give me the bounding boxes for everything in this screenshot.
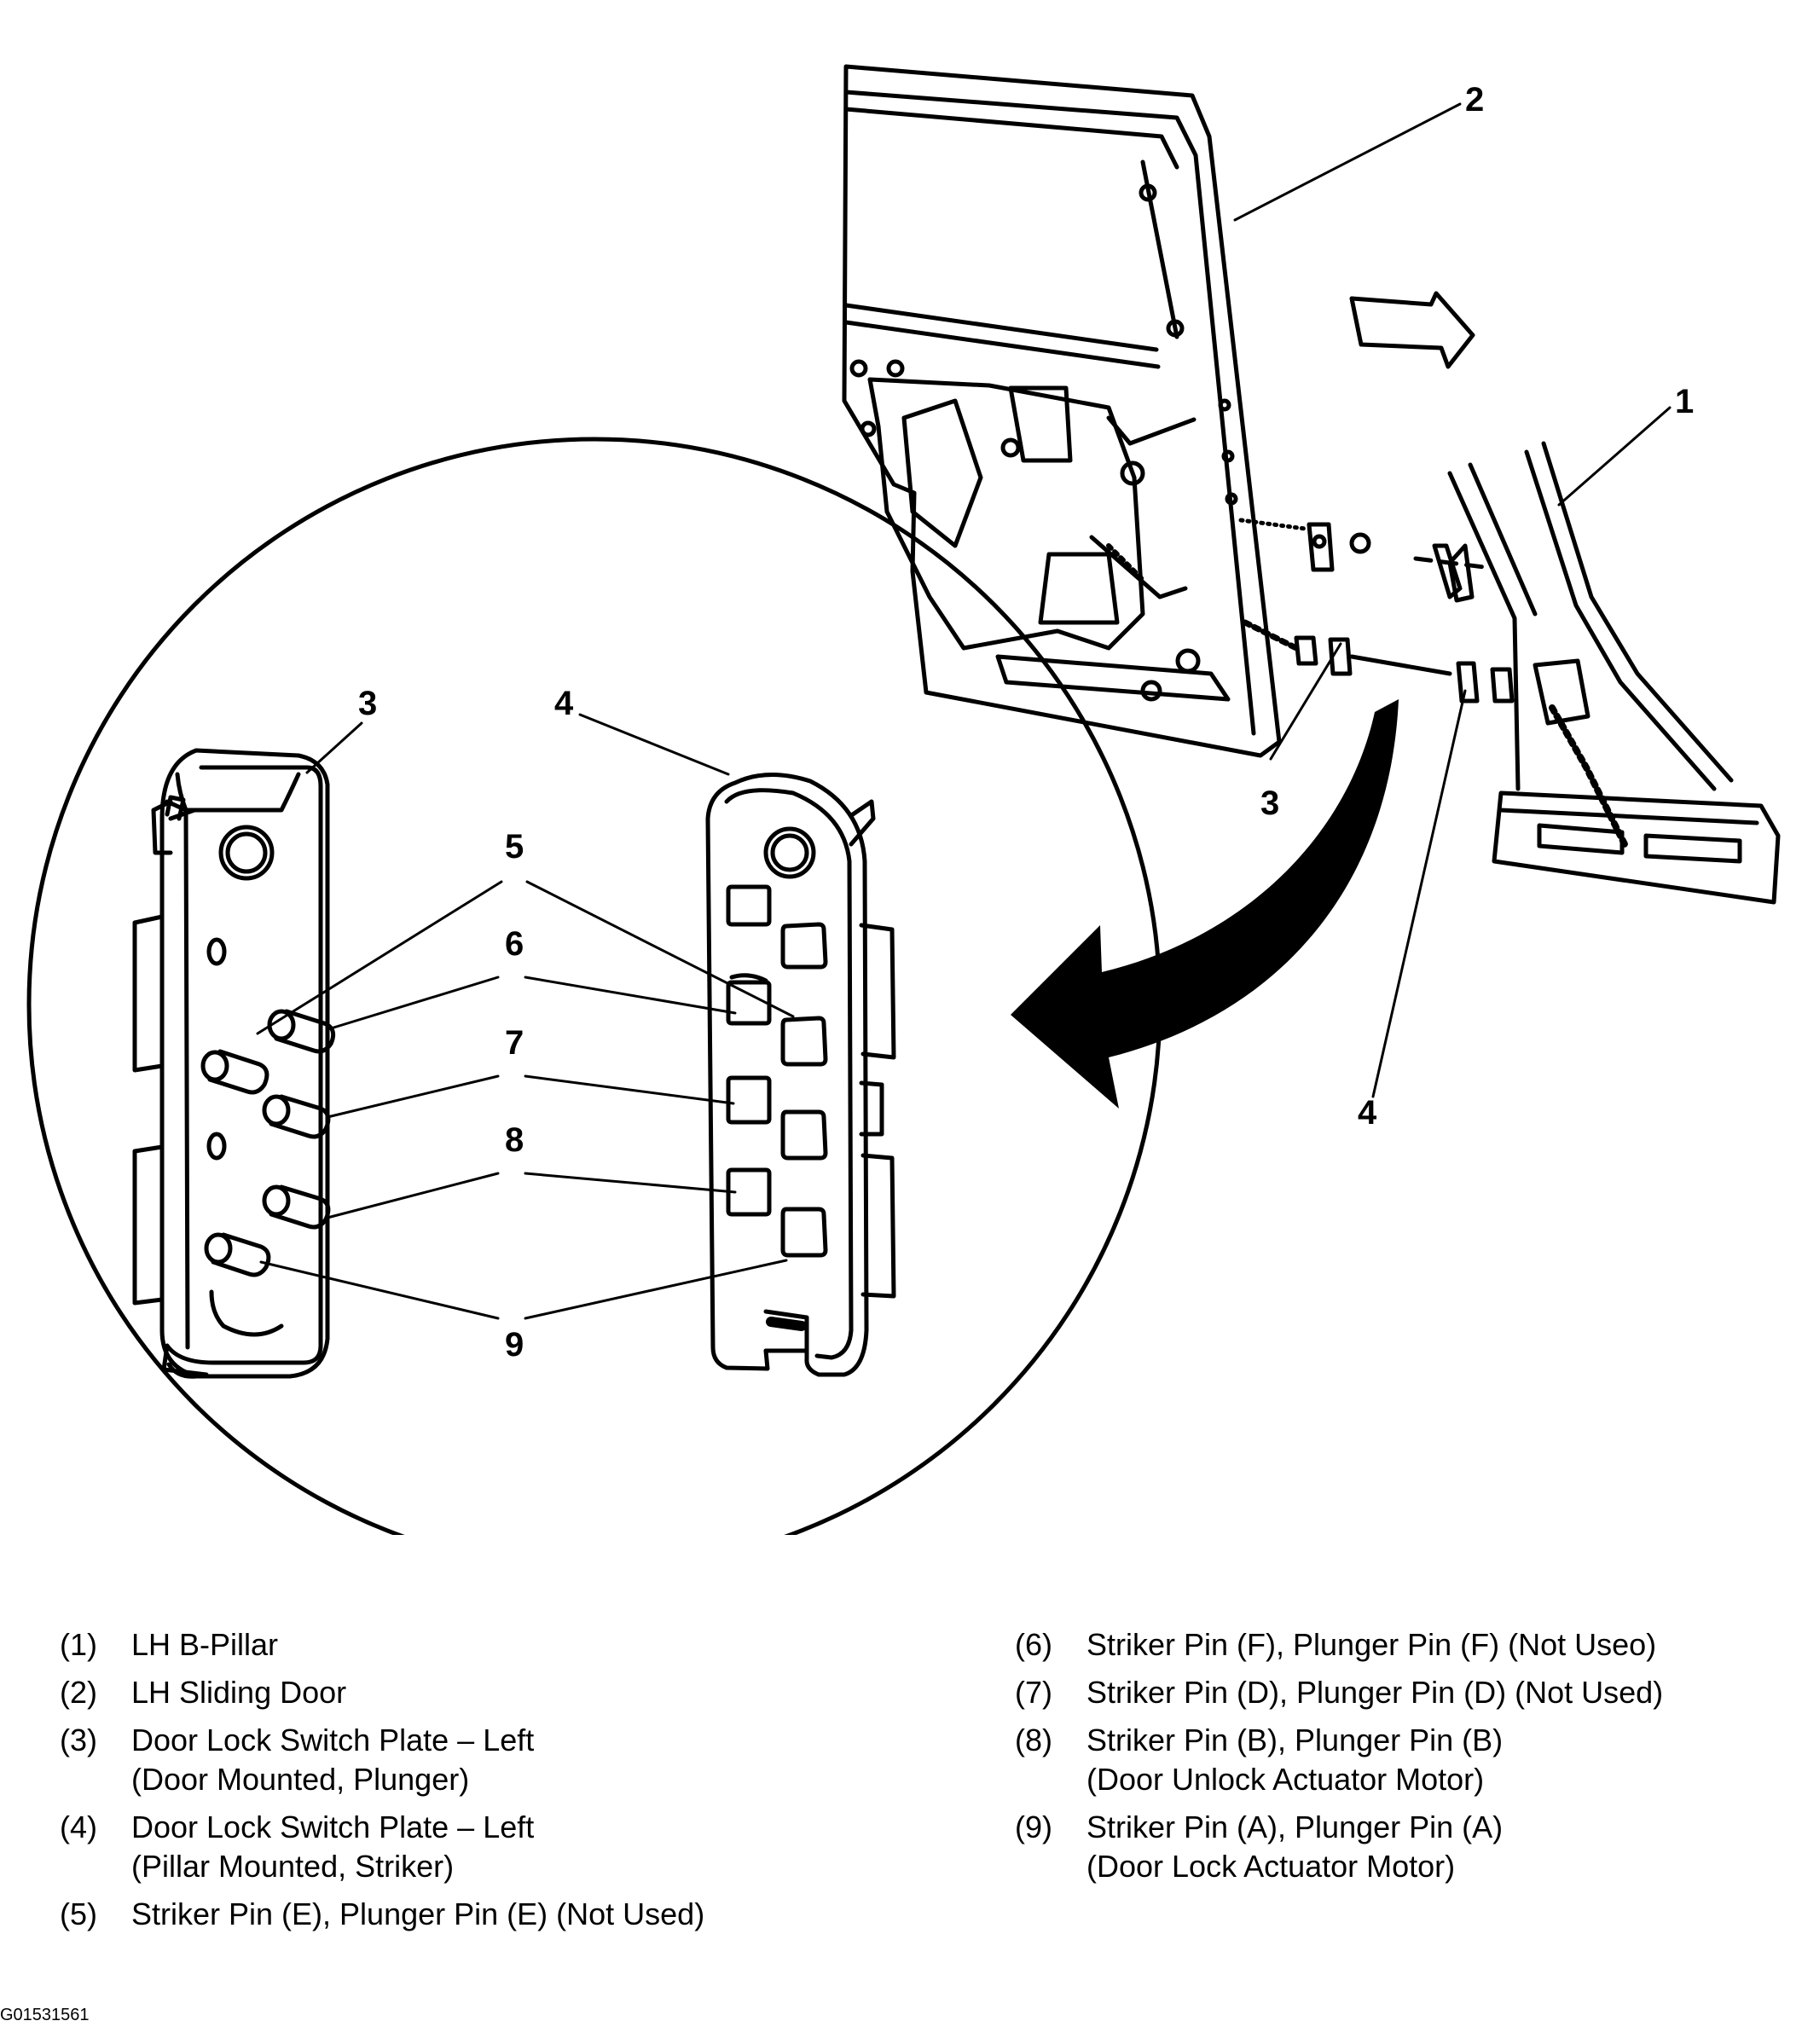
legend-text: Door Lock Switch Plate – Left [131, 1723, 535, 1757]
legend-text: Striker Pin (E), Plunger Pin (E) (Not Us… [131, 1896, 705, 1931]
legend-text: Striker Pin (B), Plunger Pin (B) [1086, 1723, 1504, 1757]
direction-arrow [1349, 291, 1475, 369]
legend-text: Door Lock Switch Plate – Left [131, 1809, 535, 1844]
door-lock-switch-diagram: 1 2 3 4 3 4 5 6 7 8 9 [26, 64, 1781, 1535]
callout-1: 1 [1675, 383, 1694, 420]
legend-item-9: (9) Striker Pin (A), Plunger Pin (A) (Do… [1015, 1808, 1782, 1886]
legend-left: (1) LH B-Pillar (2) LH Sliding Door (3) … [60, 1625, 955, 1943]
legend-text: Striker Pin (A), Plunger Pin (A) [1086, 1809, 1504, 1844]
legend-text: Striker Pin (F), Plunger Pin (F) (Not Us… [1086, 1627, 1657, 1662]
legend-right: (6) Striker Pin (F), Plunger Pin (F) (No… [1015, 1625, 1782, 1895]
legend-item-1: (1) LH B-Pillar [60, 1625, 955, 1665]
callout-4-main: 4 [1358, 1094, 1377, 1132]
legend-text: Striker Pin (D), Plunger Pin (D) (Not Us… [1086, 1675, 1664, 1710]
legend-number: (7) [1015, 1675, 1052, 1710]
sliding-door [842, 64, 1282, 758]
legend-number: (1) [60, 1627, 97, 1662]
legend-text-sub: (Pillar Mounted, Striker) [131, 1849, 455, 1884]
legend-item-3: (3) Door Lock Switch Plate – Left (Door … [60, 1721, 955, 1799]
plate-3-pins [200, 1009, 336, 1277]
callout-2: 2 [1465, 81, 1484, 119]
legend-item-8: (8) Striker Pin (B), Plunger Pin (B) (Do… [1015, 1721, 1782, 1799]
legend-number: (9) [1015, 1809, 1052, 1844]
callout-3-main: 3 [1260, 785, 1279, 822]
legend-item-5: (5) Striker Pin (E), Plunger Pin (E) (No… [60, 1895, 955, 1934]
legend-item-2: (2) LH Sliding Door [60, 1673, 955, 1712]
legend-text: LH B-Pillar [131, 1627, 279, 1662]
legend-number: (4) [60, 1809, 97, 1844]
legend-number: (2) [60, 1675, 97, 1710]
detail-circle [26, 437, 1162, 1535]
legend-text-sub: (Door Mounted, Plunger) [131, 1762, 470, 1797]
callout-labels: 1 2 3 4 3 4 5 6 7 8 9 [358, 81, 1694, 1364]
legend-text: LH Sliding Door [131, 1675, 347, 1710]
callout-3-detail: 3 [358, 685, 377, 722]
plate-3 [132, 748, 336, 1379]
callout-7: 7 [505, 1024, 524, 1062]
legend-number: (3) [60, 1723, 97, 1757]
figure-id: G01531561 [0, 2006, 90, 2024]
callout-9: 9 [505, 1326, 524, 1364]
leader-lines [256, 102, 1672, 1320]
b-pillar [1432, 441, 1781, 905]
callout-6: 6 [505, 925, 524, 963]
legend-number: (6) [1015, 1627, 1052, 1662]
callout-4-detail: 4 [554, 685, 574, 722]
small-switch-plates [1238, 518, 1515, 704]
curved-arrow [1011, 699, 1399, 1109]
legend-text-sub: (Door Lock Actuator Motor) [1086, 1849, 1456, 1884]
callout-8: 8 [505, 1121, 524, 1159]
plate-4 [705, 773, 896, 1377]
legend-text-sub: (Door Unlock Actuator Motor) [1086, 1762, 1485, 1797]
legend-number: (5) [60, 1896, 97, 1931]
callout-5: 5 [505, 828, 524, 866]
legend-item-7: (7) Striker Pin (D), Plunger Pin (D) (No… [1015, 1673, 1782, 1712]
legend-number: (8) [1015, 1723, 1052, 1757]
legend-item-4: (4) Door Lock Switch Plate – Left (Pilla… [60, 1808, 955, 1886]
legend-item-6: (6) Striker Pin (F), Plunger Pin (F) (No… [1015, 1625, 1782, 1665]
